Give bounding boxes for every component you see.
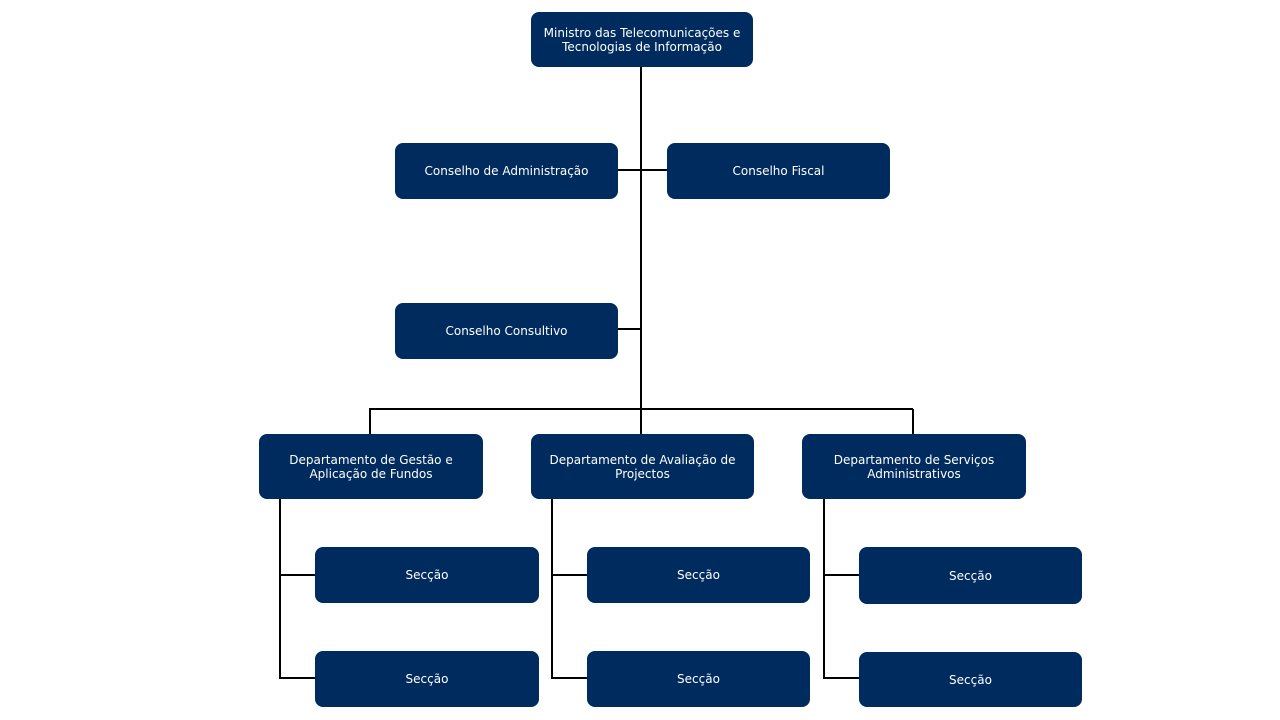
department-funds-box: Departamento de Gestão e Aplicação de Fu…: [259, 434, 483, 499]
connector-dept-2-sections: [823, 499, 859, 679]
section-label: Secção: [949, 568, 992, 583]
connector-dept-0-sections: [279, 499, 315, 679]
board-consultative-label: Conselho Consultivo: [445, 324, 568, 338]
section-label: Secção: [949, 672, 992, 687]
department-admin-services-box: Departamento de Serviços Administrativos: [802, 434, 1026, 499]
connector-dept-1-sections: [551, 499, 587, 679]
board-fiscal-box: Conselho Fiscal: [667, 143, 890, 199]
section-box: Secção: [315, 651, 539, 707]
board-administration-box: Conselho de Administração: [395, 143, 618, 199]
department-label: Departamento de Gestão e Aplicação de Fu…: [289, 452, 453, 481]
board-consultative-box: Conselho Consultivo: [395, 303, 618, 359]
department-projects-box: Departamento de Avaliação de Projectos: [531, 434, 754, 499]
board-fiscal-label: Conselho Fiscal: [732, 164, 825, 178]
section-label: Secção: [677, 672, 720, 686]
section-box: Secção: [587, 547, 810, 603]
section-box: Secção: [859, 547, 1082, 604]
section-label: Secção: [677, 568, 720, 582]
section-box: Secção: [859, 652, 1082, 707]
department-label: Departamento de Avaliação de Projectos: [549, 452, 736, 481]
section-label: Secção: [405, 672, 449, 686]
section-label: Secção: [405, 568, 449, 582]
section-box: Secção: [587, 651, 810, 707]
section-box: Secção: [315, 547, 539, 603]
ministry-label: Ministro das Telecomunicações e Tecnolog…: [543, 25, 741, 54]
ministry-box: Ministro das Telecomunicações e Tecnolog…: [531, 12, 753, 67]
board-administration-label: Conselho de Administração: [424, 164, 589, 178]
department-label: Departamento de Serviços Administrativos: [833, 452, 995, 481]
